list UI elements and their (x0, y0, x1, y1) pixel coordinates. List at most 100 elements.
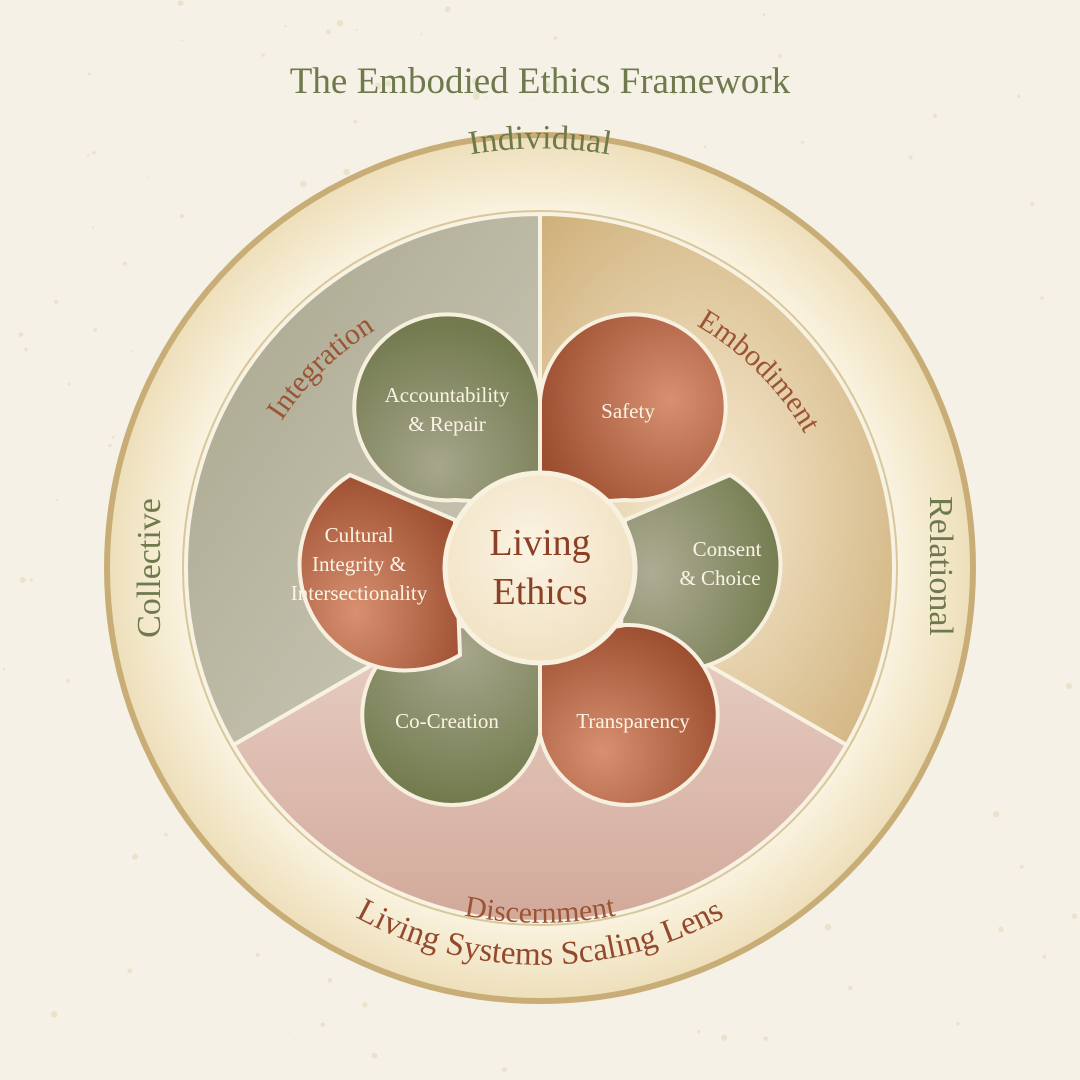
speckle (777, 54, 782, 58)
speckle (762, 13, 766, 16)
speckle (284, 25, 287, 28)
speckle (177, 0, 184, 7)
speckle (320, 1022, 326, 1028)
speckle (66, 679, 70, 683)
speckle (956, 1022, 960, 1026)
speckle (127, 968, 133, 974)
speckle (327, 977, 333, 983)
speckle (485, 96, 488, 99)
speckle (1030, 202, 1035, 207)
speckle (122, 261, 127, 266)
speckle (721, 1034, 728, 1041)
petal-label-consent-1: Consent (693, 537, 762, 561)
speckle (54, 299, 59, 304)
speckle (697, 1030, 701, 1034)
speckle (420, 33, 423, 36)
speckle (50, 1011, 58, 1018)
speckle (353, 120, 358, 124)
speckle (181, 39, 184, 42)
speckle (385, 80, 392, 87)
speckle (29, 578, 33, 582)
speckle (1040, 296, 1044, 300)
speckle (179, 213, 185, 219)
speckle (801, 140, 804, 144)
petal-label-accountability-1: Accountability (385, 383, 510, 407)
petal-group (297, 312, 783, 807)
speckle (336, 20, 344, 27)
petal-cultural-shape (297, 472, 463, 673)
petal-accountability-shape (352, 312, 542, 508)
speckle (356, 28, 358, 31)
speckle (529, 99, 532, 102)
speckle (932, 113, 938, 118)
speckle (2, 668, 6, 671)
speckle (908, 155, 913, 160)
speckle (132, 853, 139, 860)
petal-label-cultural-2: Integrity & (312, 552, 406, 576)
speckle (146, 177, 149, 179)
speckle (612, 90, 616, 94)
speckle (998, 926, 1004, 932)
center-circle (442, 470, 638, 666)
petal-label-cultural-1: Cultural (325, 523, 394, 547)
speckle (299, 180, 307, 188)
speckle (19, 577, 26, 584)
petal-label-cocreation: Co-Creation (395, 709, 499, 733)
speckle (1019, 864, 1024, 869)
speckle (445, 6, 451, 12)
speckle (707, 80, 713, 85)
speckle (93, 327, 98, 332)
speckle (1066, 683, 1073, 689)
speckle (543, 81, 551, 88)
speckle (374, 82, 382, 90)
speckle (473, 90, 480, 97)
diagram-title: The Embodied Ethics Framework (290, 61, 791, 102)
petal-transparency-shape (538, 622, 720, 807)
ring-label-individual: Individual (466, 119, 614, 162)
speckle (108, 444, 112, 448)
speckle (287, 1032, 289, 1034)
center-label-line2: Ethics (493, 571, 588, 613)
speckle (824, 923, 832, 931)
speckle (362, 1002, 368, 1008)
speckle (111, 435, 115, 439)
speckle (255, 952, 260, 957)
speckle (88, 72, 91, 76)
speckle (1071, 913, 1078, 919)
speckle (672, 91, 676, 96)
speckle (553, 36, 558, 40)
petal-label-cultural-3: Intersectionality (291, 581, 428, 605)
speckle (326, 29, 331, 35)
speckle (763, 1036, 768, 1041)
speckle (703, 145, 707, 149)
ring-label-relational: Relational (922, 496, 959, 636)
speckle (24, 347, 28, 352)
petal-label-consent-2: & Choice (679, 566, 760, 590)
speckle (91, 226, 95, 229)
petal-label-accountability-2: & Repair (408, 412, 486, 436)
speckle (1016, 94, 1021, 99)
speckle (993, 811, 1000, 818)
speckle (501, 1067, 507, 1073)
speckle (164, 833, 168, 837)
speckle (343, 168, 350, 176)
speckle (130, 350, 133, 353)
speckle (55, 498, 58, 501)
speckle (87, 154, 90, 157)
speckle (67, 382, 71, 386)
speckle (92, 151, 96, 155)
speckle (472, 78, 479, 85)
speckle (371, 1052, 378, 1059)
speckle (18, 332, 24, 337)
petal-safety-shape (538, 312, 728, 508)
center-label-line1: Living (489, 522, 590, 564)
speckle (848, 985, 853, 991)
ring-label-collective: Collective (131, 498, 168, 638)
petal-label-safety: Safety (601, 399, 655, 423)
petal-label-transparency: Transparency (576, 709, 690, 733)
speckle (1042, 954, 1047, 959)
speckle (261, 53, 265, 57)
